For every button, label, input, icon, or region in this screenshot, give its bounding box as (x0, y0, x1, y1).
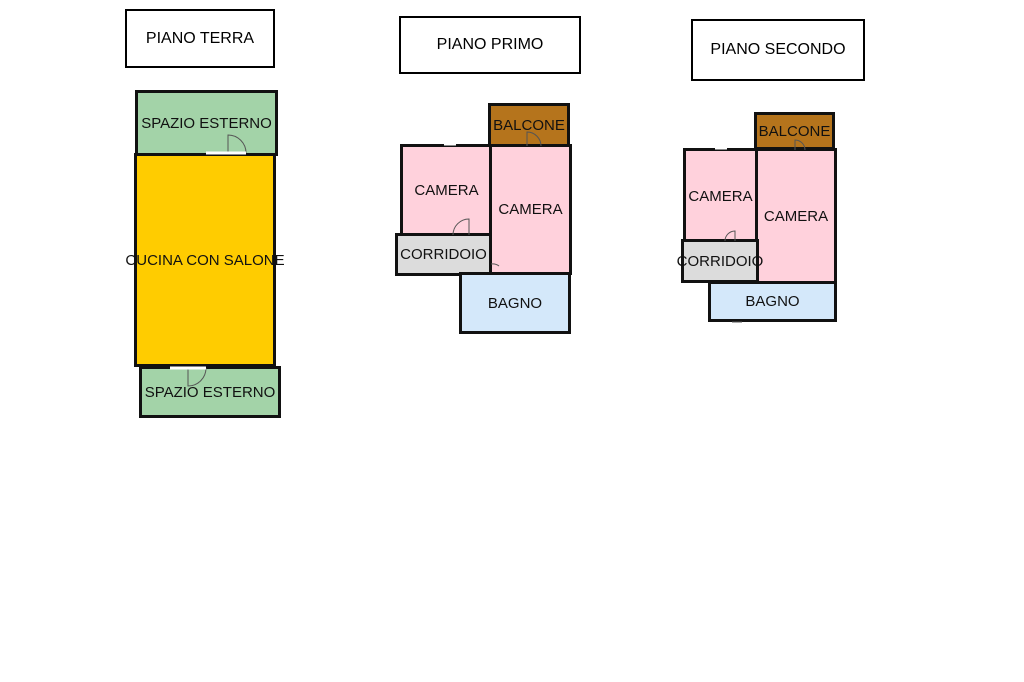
room-first-corridor-label: CORRIDOIO (400, 246, 487, 263)
room-second-bedroom-left-label: CAMERA (688, 187, 753, 205)
room-second-bedroom-right-label: CAMERA (763, 207, 829, 225)
room-first-bedroom-right-label: CAMERA (498, 201, 563, 218)
room-outdoor-top: SPAZIO ESTERNO (135, 90, 278, 156)
ground-floor-title-text: PIANO TERRA (145, 29, 255, 47)
second-floor-title-text: PIANO SECONDO (710, 41, 846, 58)
second-floor-title: PIANO SECONDO (691, 19, 865, 81)
room-second-bathroom-label: BAGNO (745, 293, 800, 310)
room-outdoor-bottom: SPAZIO ESTERNO (139, 366, 281, 418)
room-first-bedroom-right: CAMERA (489, 144, 572, 275)
room-outdoor-top-label: SPAZIO ESTERNO (141, 114, 272, 132)
room-second-bathroom: BAGNO (708, 281, 837, 322)
room-first-corridor: CORRIDOIO (395, 233, 492, 276)
room-second-bedroom-right: CAMERA (755, 148, 837, 284)
room-first-bedroom-left: CAMERA (400, 144, 493, 237)
room-second-corridor: CORRIDOIO (677, 239, 763, 283)
room-first-balcony: BALCONE (488, 103, 570, 147)
room-first-balcony-label: BALCONE (493, 116, 565, 134)
room-second-balcony-label: BALCONE (758, 122, 831, 140)
room-outdoor-bottom-label: SPAZIO ESTERNO (144, 383, 276, 401)
ground-floor-title: PIANO TERRA (125, 9, 275, 68)
room-first-bathroom-label: BAGNO (487, 294, 543, 312)
room-kitchen-label: CUCINA CON SALONE (125, 251, 285, 269)
room-second-corridor-label: CORRIDOIO (676, 252, 764, 270)
first-floor-title-text: PIANO PRIMO (436, 36, 544, 53)
room-second-balcony: BALCONE (754, 112, 835, 150)
room-first-bedroom-left-label: CAMERA (414, 182, 479, 199)
room-kitchen: CUCINA CON SALONE (125, 153, 285, 367)
first-floor-title: PIANO PRIMO (399, 16, 581, 74)
room-second-bedroom-left: CAMERA (683, 148, 758, 244)
room-first-bathroom: BAGNO (459, 272, 571, 334)
